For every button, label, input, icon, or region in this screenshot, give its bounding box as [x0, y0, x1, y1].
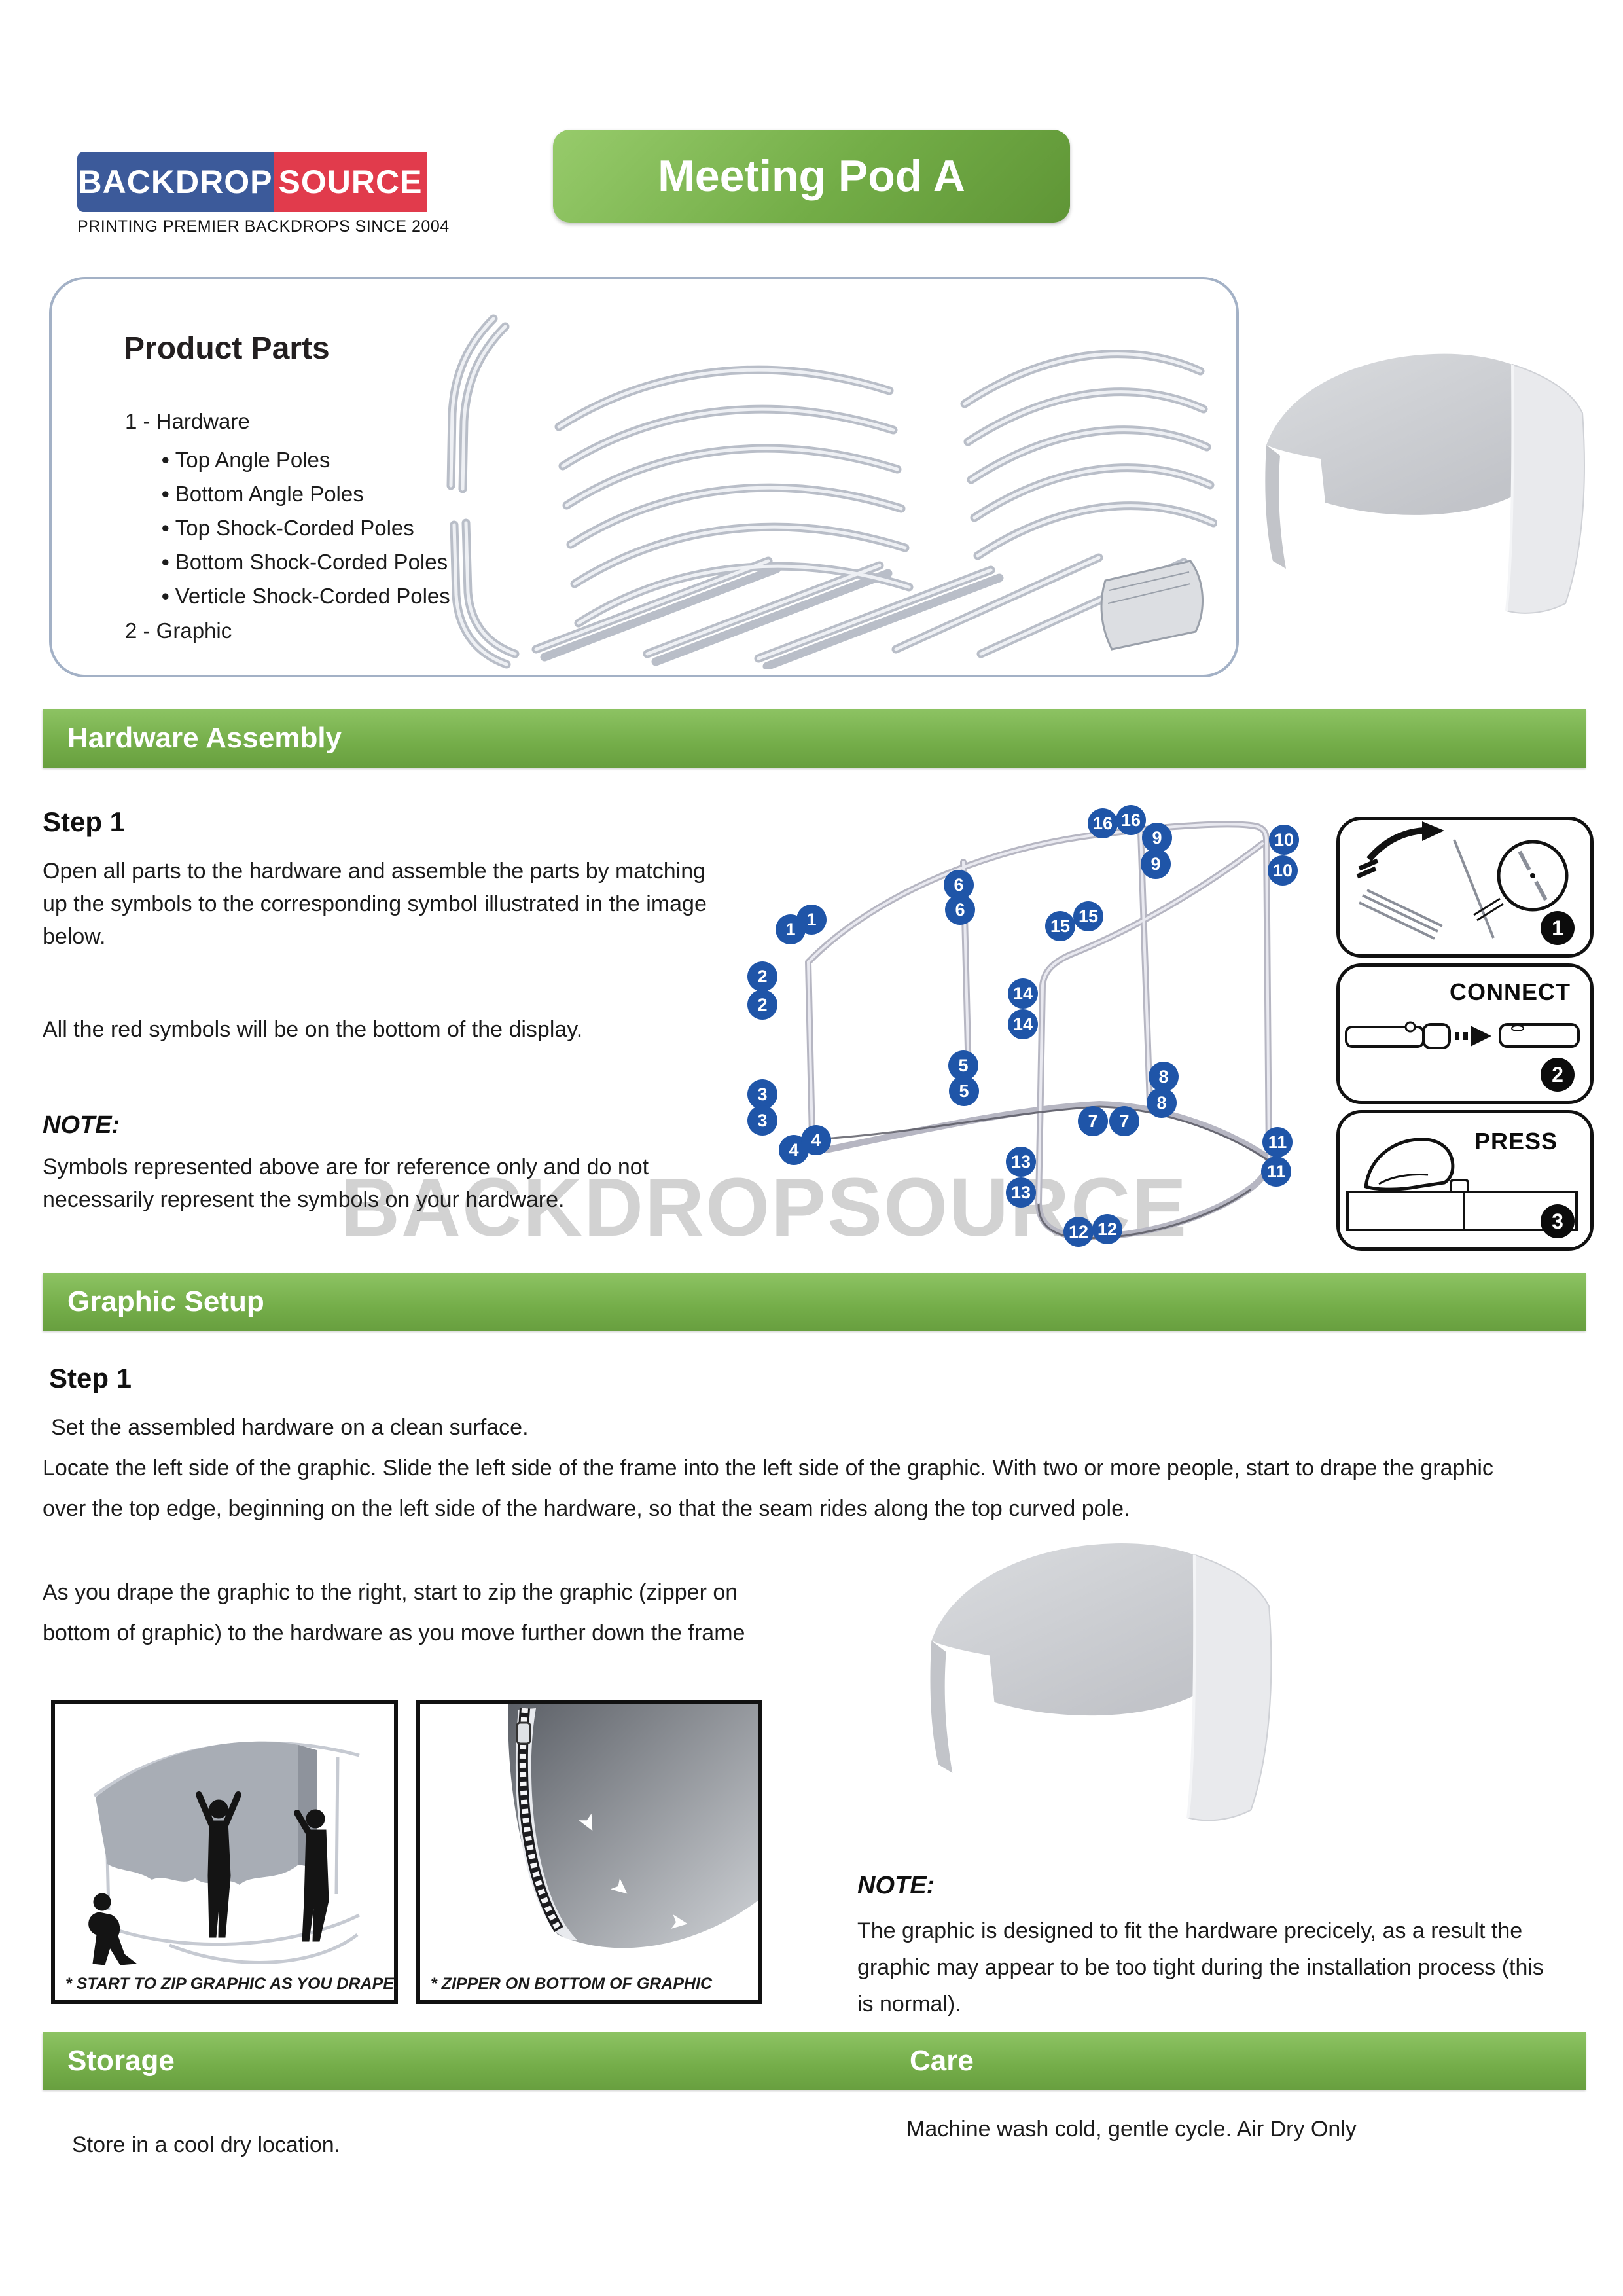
diagram-number-badge-14: 14 — [1008, 978, 1038, 1009]
gs-para3: As you drape the graphic to the right, s… — [43, 1580, 745, 1645]
storage-text: Store in a cool dry location. — [72, 2132, 341, 2157]
pod-product-image — [1265, 353, 1585, 614]
diagram-number-badge-6: 6 — [945, 895, 975, 925]
step-number-badge: 1 — [1541, 911, 1575, 945]
diagram-number-badge-7: 7 — [1109, 1106, 1139, 1136]
gs-note-text: The graphic is designed to fit the hardw… — [857, 1918, 1544, 2017]
diagram-number-badge-12: 12 — [1092, 1214, 1122, 1244]
diagram-number-badge-5: 5 — [948, 1050, 978, 1081]
diagram-number-badge-12: 12 — [1063, 1217, 1094, 1247]
unfold-poles-icon — [1356, 821, 1569, 940]
diagram-number-badge-9: 9 — [1141, 849, 1171, 879]
diagram-number-badge-3: 3 — [747, 1105, 777, 1136]
diagram-number-badge-16: 16 — [1088, 808, 1118, 838]
diagram-number-badge-7: 7 — [1078, 1106, 1108, 1136]
drape-caption: * START TO ZIP GRAPHIC AS YOU DRAPE. — [65, 1975, 399, 1993]
press-label: PRESS — [1474, 1128, 1558, 1155]
parts-bullet: Verticle Shock-Corded Poles — [162, 579, 450, 613]
diagram-number-badge-3: 3 — [747, 1079, 777, 1109]
hw-note-text: Symbols represented above are for refere… — [43, 1155, 649, 1212]
hw-step-para1: Open all parts to the hardware and assem… — [43, 859, 707, 949]
diagram-number-badge-5: 5 — [949, 1076, 979, 1106]
logo-tagline: PRINTING PREMIER BACKDROPS SINCE 2004 — [77, 217, 450, 236]
diagram-number-badge-1: 1 — [776, 914, 806, 944]
parts-item-graphic: 2 - Graphic — [125, 619, 232, 643]
parts-bullet: Top Angle Poles — [162, 443, 450, 477]
care-title: Care — [910, 2045, 974, 2077]
diagram-number-badge-8: 8 — [1149, 1062, 1179, 1092]
diagram-number-badge-9: 9 — [1142, 823, 1172, 853]
drape-illustration — [88, 1741, 361, 1965]
watermark: BACKDROPSOURCE — [340, 1161, 1188, 1253]
gs-step-title: Step 1 — [49, 1363, 132, 1393]
diagram-number-badge-16: 16 — [1116, 805, 1146, 835]
section-title: Hardware Assembly — [67, 722, 342, 754]
page-title: Meeting Pod A — [553, 130, 1070, 223]
diagram-number-badge-8: 8 — [1147, 1088, 1177, 1118]
instruction-box-press: PRESS 3 — [1336, 1110, 1594, 1251]
storage-title: Storage — [67, 2045, 175, 2077]
diagram-number-badge-15: 15 — [1045, 911, 1075, 941]
parts-bullet: Top Shock-Corded Poles — [162, 511, 450, 545]
zipper-illustration — [508, 1704, 758, 1948]
diagram-number-badge-11: 11 — [1262, 1127, 1293, 1157]
product-parts-heading: Product Parts — [124, 331, 330, 366]
drape-illustration-frame: * START TO ZIP GRAPHIC AS YOU DRAPE. — [51, 1700, 399, 2004]
pod-assembled-image — [930, 1543, 1272, 1821]
hw-step-title: Step 1 — [43, 806, 126, 837]
diagram-number-badge-10: 10 — [1269, 825, 1299, 855]
section-bar-graphic-setup: Graphic Setup — [43, 1273, 1586, 1331]
parts-bullet: Bottom Shock-Corded Poles — [162, 545, 450, 579]
section-title: Graphic Setup — [67, 1285, 264, 1318]
diagram-number-badge-10: 10 — [1268, 855, 1298, 886]
diagram-number-badge-4: 4 — [801, 1125, 831, 1155]
press-button-icon — [1346, 1138, 1578, 1231]
zipper-illustration-frame: * ZIPPER ON BOTTOM OF GRAPHIC — [416, 1700, 762, 2004]
product-parts-box: Product Parts 1 - Hardware Top Angle Pol… — [49, 277, 1239, 677]
diagram-number-badge-13: 13 — [1006, 1147, 1036, 1177]
diagram-number-badge-13: 13 — [1006, 1177, 1036, 1208]
step-number-badge: 2 — [1541, 1058, 1575, 1092]
diagram-number-badge-11: 11 — [1261, 1157, 1291, 1187]
diagram-number-badge-2: 2 — [747, 990, 777, 1020]
gs-para1: Set the assembled hardware on a clean su… — [51, 1415, 529, 1440]
parts-bullet-list: Top Angle Poles Bottom Angle Poles Top S… — [162, 443, 450, 613]
section-bar-storage-care: Storage Care — [43, 2032, 1586, 2090]
diagram-number-badge-15: 15 — [1073, 901, 1103, 931]
zipper-caption: * ZIPPER ON BOTTOM OF GRAPHIC — [431, 1975, 713, 1993]
gs-note-label: NOTE: — [857, 1872, 935, 1899]
instruction-box-unfold: 1 — [1336, 817, 1594, 958]
care-text: Machine wash cold, gentle cycle. Air Dry… — [906, 2117, 1357, 2142]
poles-illustration — [446, 314, 1217, 669]
hw-note-label: NOTE: — [43, 1111, 120, 1139]
connect-label: CONNECT — [1450, 978, 1571, 1005]
section-bar-hardware-assembly: Hardware Assembly — [43, 709, 1586, 768]
hw-step-para2: All the red symbols will be on the botto… — [43, 1017, 583, 1042]
instruction-box-connect: CONNECT 2 — [1336, 963, 1594, 1104]
step-number-badge: 3 — [1541, 1204, 1575, 1238]
folded-graphic-icon — [1100, 560, 1204, 651]
logo-backdrop-text: BACKDROP — [77, 152, 274, 212]
diagram-number-badge-2: 2 — [747, 961, 777, 992]
parts-bullet: Bottom Angle Poles — [162, 477, 450, 511]
diagram-number-badge-14: 14 — [1008, 1009, 1038, 1039]
gs-para2: Locate the left side of the graphic. Sli… — [43, 1456, 1493, 1521]
parts-item-hardware: 1 - Hardware — [125, 409, 250, 433]
logo-source-text: SOURCE — [274, 152, 427, 212]
brand-logo: BACKDROP SOURCE PRINTING PREMIER BACKDRO… — [77, 152, 450, 236]
wireframe-frame — [805, 821, 1272, 1240]
connect-poles-icon — [1345, 1021, 1580, 1049]
